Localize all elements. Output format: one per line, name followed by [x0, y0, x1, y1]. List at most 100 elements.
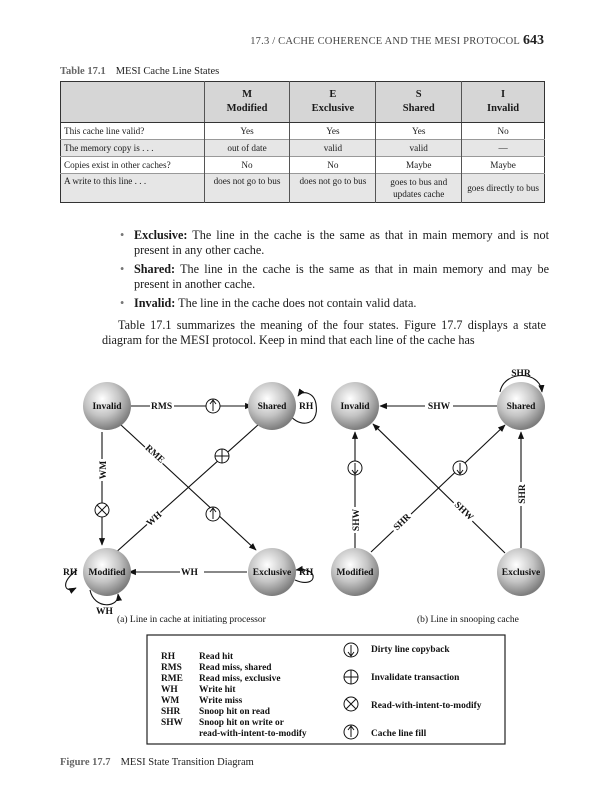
- table-header-empty: [60, 81, 205, 123]
- arrow-down-circle-icon: [351, 463, 359, 475]
- legend-meaning: Snoop hit on read: [199, 707, 271, 717]
- table-cell: No: [289, 156, 376, 174]
- state-invalid-a: [83, 382, 131, 430]
- edge-label-wm: WM: [99, 461, 109, 480]
- edge-label-wh: WH: [96, 607, 114, 617]
- subcaption-a: (a) Line in cache at initiating processo…: [117, 614, 267, 625]
- edge-label-rh: RH: [299, 568, 314, 578]
- state-label: Exclusive: [502, 568, 541, 578]
- edge-label-wh: WH: [181, 568, 199, 578]
- legend-box: [146, 634, 506, 745]
- mesi-state-diagram: Invalid Shared Modified Exclusive RMS RH…: [63, 369, 545, 745]
- legend-abbr: RH: [161, 652, 176, 662]
- state-label: Exclusive: [253, 568, 292, 578]
- table-cell: Maybe: [375, 156, 462, 174]
- table-cell: goes to bus and updates cache: [375, 173, 462, 203]
- table-cell: No: [203, 156, 290, 174]
- legend-meaning: read-with-intent-to-modify: [199, 729, 307, 739]
- bullet-icon: •: [120, 228, 125, 242]
- state-label: Modified: [337, 568, 375, 578]
- legend-meaning: Write miss: [199, 696, 243, 706]
- symbol-meaning: Cache line fill: [371, 729, 427, 739]
- edge-wh-diag: [103, 423, 260, 564]
- x-circle-icon: [96, 504, 108, 516]
- table-cell: valid: [289, 139, 376, 157]
- table-caption-text: MESI Cache Line States: [115, 66, 220, 77]
- legend-abbr: RMS: [161, 663, 182, 673]
- state-label: Invalid: [92, 402, 122, 412]
- figure-caption: Figure 17.7 MESI State Transition Diagram: [60, 757, 254, 768]
- symbol-meaning: Dirty line copyback: [371, 645, 450, 655]
- legend-abbr: WH: [161, 685, 178, 695]
- figure-caption-text: MESI State Transition Diagram: [120, 757, 254, 768]
- legend-meaning: Snoop hit on write or: [199, 718, 284, 728]
- legend-abbr: WM: [161, 696, 179, 706]
- plus-circle-icon: [215, 449, 229, 463]
- table-label: Table 17.1: [60, 66, 106, 77]
- table-cell: Yes: [203, 122, 290, 140]
- state-shared-b: [497, 382, 545, 430]
- row-label: A write to this line . . .: [60, 173, 205, 203]
- legend-meaning: Read miss, shared: [199, 663, 272, 673]
- loop-rh-exclusive: [294, 565, 314, 583]
- list-item: •Invalid: The line in the cache does not…: [120, 295, 417, 310]
- page-number: 643: [523, 33, 544, 48]
- edge-label-rms: RMS: [151, 402, 172, 412]
- arrow-up-circle-icon: [209, 507, 217, 519]
- table-row: A write to this line . . . does not go t…: [60, 173, 545, 203]
- table-cell: —: [461, 139, 545, 157]
- loop-wh-modified: [89, 589, 123, 606]
- legend-meaning: Read miss, exclusive: [199, 674, 281, 684]
- state-label: Shared: [258, 402, 288, 412]
- bullet-icon: •: [120, 295, 125, 310]
- state-label: Invalid: [340, 402, 370, 412]
- list-item: •Shared: The line in the cache is the sa…: [120, 261, 549, 292]
- row-label: Copies exist in other caches?: [60, 156, 205, 174]
- legend-abbr: RME: [161, 674, 183, 684]
- running-header: 17.3 / CACHE COHERENCE AND THE MESI PROT…: [250, 36, 520, 47]
- table-cell: valid: [375, 139, 462, 157]
- edge-shw-diag: [372, 423, 506, 554]
- table-row: Copies exist in other caches? No No Mayb…: [60, 156, 545, 174]
- state-exclusive-a: [248, 548, 296, 596]
- legend-meaning: Read hit: [199, 652, 234, 662]
- legend-abbr: SHW: [161, 718, 184, 728]
- body-paragraph: Table 17.1 summarizes the meaning of the…: [102, 318, 546, 348]
- state-label: Shared: [507, 402, 537, 412]
- legend-abbr: SHR: [161, 707, 181, 717]
- table-cell: Yes: [375, 122, 462, 140]
- loop-rh-modified: [65, 569, 78, 594]
- bullet-icon: •: [120, 261, 125, 276]
- table-row: This cache line valid? Yes Yes Yes No: [61, 122, 545, 140]
- edge-label-shr: SHR: [511, 369, 531, 379]
- list-item: •Exclusive: The line in the cache is the…: [120, 228, 550, 258]
- loop-shr-shared: [499, 375, 545, 393]
- symbol-meaning: Invalidate transaction: [371, 673, 460, 683]
- state-definitions-list: •Exclusive: The line in the cache is the…: [119, 228, 549, 314]
- edge-label-rh: RH: [299, 402, 314, 412]
- table-cell: does not go to bus: [289, 173, 376, 203]
- table-cell: No: [461, 122, 545, 140]
- arrow-up-circle-icon: [209, 399, 217, 411]
- edge-label-wh: WH: [145, 510, 165, 529]
- row-label: This cache line valid?: [64, 126, 145, 136]
- table-cell: does not go to bus: [203, 173, 290, 203]
- edge-label-shr: SHR: [518, 484, 528, 504]
- row-label: The memory copy is . . .: [60, 139, 205, 157]
- table-row: The memory copy is . . . out of date val…: [60, 139, 545, 157]
- edge-label-shw: SHW: [352, 508, 362, 531]
- state-modified-b: [331, 548, 379, 596]
- state-label: Modified: [89, 568, 127, 578]
- edge-label-rh: RH: [63, 568, 78, 578]
- table-caption: Table 17.1 MESI Cache Line States: [60, 66, 219, 77]
- table-cell: out of date: [203, 139, 290, 157]
- table-cell: Maybe: [461, 156, 545, 174]
- figure-label: Figure 17.7: [60, 757, 111, 768]
- edge-shr-diag: [370, 424, 506, 553]
- state-exclusive-b: [497, 548, 545, 596]
